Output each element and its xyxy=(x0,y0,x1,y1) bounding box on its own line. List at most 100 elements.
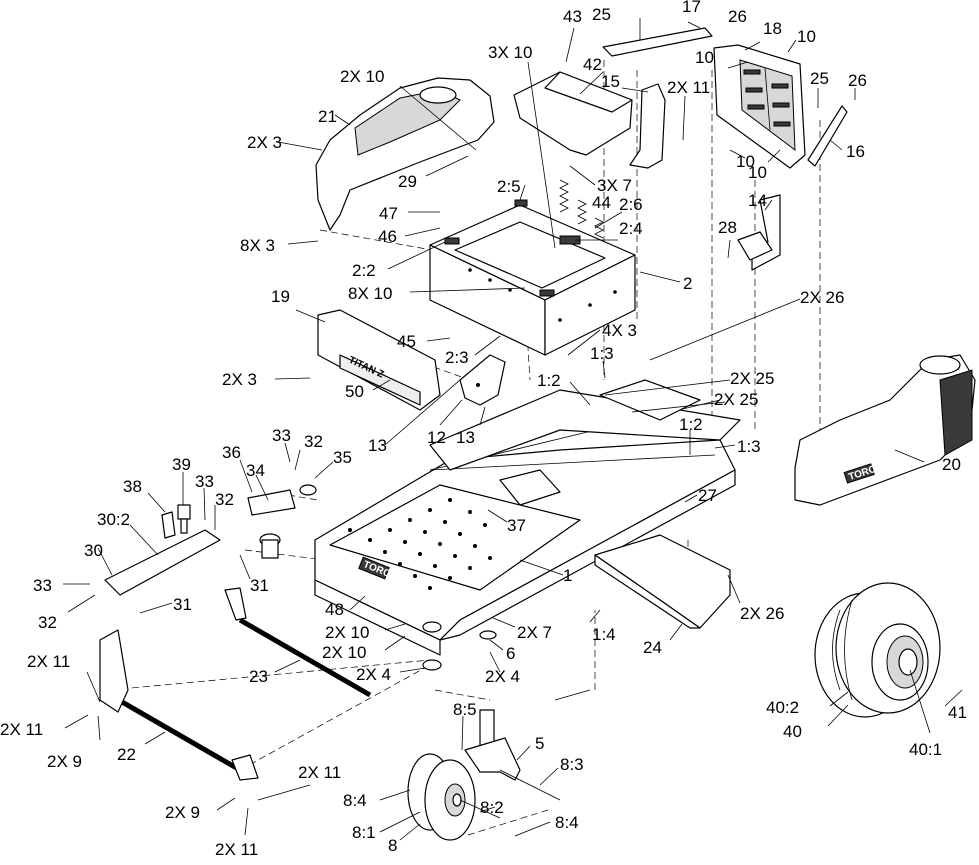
callout-2x25a: 2X 25 xyxy=(730,369,774,388)
callout-2x25b: 2X 25 xyxy=(714,390,758,409)
callout-8-4b: 8:4 xyxy=(555,813,579,832)
callout-33b: 33 xyxy=(195,472,214,491)
callout-8-4a: 8:4 xyxy=(343,791,367,810)
side-channel-24[interactable] xyxy=(594,534,731,629)
callout-2x10: 2X 10 xyxy=(340,67,384,86)
callout-48: 48 xyxy=(325,600,344,619)
seat-back-panel-18[interactable] xyxy=(713,44,806,169)
tag-38[interactable] xyxy=(161,511,176,539)
callout-2x26a: 2X 26 xyxy=(800,288,844,307)
callout-2x11a: 2X 11 xyxy=(667,78,710,97)
callout-22: 22 xyxy=(117,745,136,764)
springs-44[interactable] xyxy=(559,179,604,239)
callout-18: 18 xyxy=(763,19,782,38)
frame-box-2[interactable] xyxy=(429,199,636,356)
chassis-deck-1[interactable] xyxy=(314,379,741,656)
callout-47: 47 xyxy=(379,204,398,223)
callout-leaders xyxy=(63,18,963,841)
deck-perforations xyxy=(348,498,492,590)
callout-8-2: 8:2 xyxy=(480,798,504,817)
caster-wheel-8[interactable] xyxy=(407,753,501,841)
bushings[interactable] xyxy=(259,533,497,671)
callout-13a: 13 xyxy=(368,436,387,455)
callout-16: 16 xyxy=(846,142,865,161)
callout-30: 30 xyxy=(84,541,103,560)
callout-2-4: 2:4 xyxy=(619,219,643,238)
callout-2-5: 2:5 xyxy=(497,177,521,196)
callout-27: 27 xyxy=(698,486,717,505)
callout-2x7: 2X 7 xyxy=(517,623,552,642)
callout-32a: 32 xyxy=(304,432,323,451)
callout-8: 8 xyxy=(388,836,397,855)
callout-23: 23 xyxy=(249,667,268,686)
rear-wheel-40[interactable] xyxy=(814,582,941,718)
front-panel-19[interactable]: TITAN Z xyxy=(317,309,441,411)
seat-bracket-42[interactable] xyxy=(513,71,633,156)
brackets-12-13[interactable] xyxy=(459,354,506,406)
callout-40-1: 40:1 xyxy=(909,740,942,759)
callout-2-2: 2:2 xyxy=(352,261,376,280)
callout-2x11c: 2X 11 xyxy=(0,720,43,739)
callout-2-6: 2:6 xyxy=(619,195,643,214)
callout-2x11e: 2X 11 xyxy=(215,840,258,859)
callout-8-5: 8:5 xyxy=(453,700,477,719)
callout-41: 41 xyxy=(948,703,967,722)
caster-fork-5[interactable] xyxy=(464,709,561,801)
callout-39: 39 xyxy=(172,455,191,474)
callout-17: 17 xyxy=(682,0,701,16)
axle-bars[interactable] xyxy=(104,529,372,773)
callout-43: 43 xyxy=(563,7,582,26)
right-fender-20[interactable]: TORO xyxy=(794,354,976,506)
side-bracket-15[interactable] xyxy=(629,83,666,169)
trim-strip-17[interactable] xyxy=(602,27,713,57)
callout-1-3a: 1:3 xyxy=(590,344,614,363)
callout-2x10c: 2X 10 xyxy=(322,643,366,662)
latch-28[interactable] xyxy=(737,231,773,261)
side-plates[interactable] xyxy=(99,587,259,781)
callout-38: 38 xyxy=(123,477,142,496)
callout-1-3b: 1:3 xyxy=(737,437,761,456)
handle-bracket-34[interactable] xyxy=(247,484,317,516)
callout-13b: 13 xyxy=(456,428,475,447)
callout-1: 1 xyxy=(563,566,572,585)
callout-37: 37 xyxy=(507,516,526,535)
callout-33c: 33 xyxy=(33,576,52,595)
callout-8-3: 8:3 xyxy=(560,755,584,774)
callout-5: 5 xyxy=(535,734,544,753)
callout-15: 15 xyxy=(601,72,620,91)
callout-40-2: 40:2 xyxy=(766,698,799,717)
knob-39[interactable] xyxy=(177,504,191,534)
callout-45: 45 xyxy=(397,332,416,351)
callout-32c: 32 xyxy=(38,613,57,632)
callout-2x9b: 2X 9 xyxy=(165,803,200,822)
callout-44: 44 xyxy=(592,193,611,212)
callout-2x11d: 2X 11 xyxy=(298,763,341,782)
callout-3x7: 3X 7 xyxy=(597,176,632,195)
callout-31a: 31 xyxy=(250,576,269,595)
callout-21: 21 xyxy=(318,107,337,126)
trim-strip-16[interactable] xyxy=(807,105,848,167)
callout-28: 28 xyxy=(718,218,737,237)
callout-2x10b: 2X 10 xyxy=(325,623,369,642)
callout-10a: 10 xyxy=(797,27,816,46)
callout-26a: 26 xyxy=(728,7,747,26)
callout-6: 6 xyxy=(506,644,515,663)
callout-33a: 33 xyxy=(272,426,291,445)
callout-35: 35 xyxy=(333,448,352,467)
callout-36: 36 xyxy=(222,443,241,462)
assembly-lines xyxy=(109,60,821,836)
callout-8x10: 8X 10 xyxy=(348,284,392,303)
callout-40: 40 xyxy=(783,722,802,741)
callout-2x9a: 2X 9 xyxy=(47,752,82,771)
callout-4x3: 4X 3 xyxy=(602,321,637,340)
callout-2x3b: 2X 3 xyxy=(222,370,257,389)
left-fender-21[interactable] xyxy=(315,77,495,231)
callout-34: 34 xyxy=(246,461,265,480)
callout-50: 50 xyxy=(345,382,364,401)
callout-10b: 10 xyxy=(695,48,714,67)
callout-24: 24 xyxy=(643,638,662,657)
callout-10d: 10 xyxy=(748,163,767,182)
callout-2x26b: 2X 26 xyxy=(740,604,784,623)
